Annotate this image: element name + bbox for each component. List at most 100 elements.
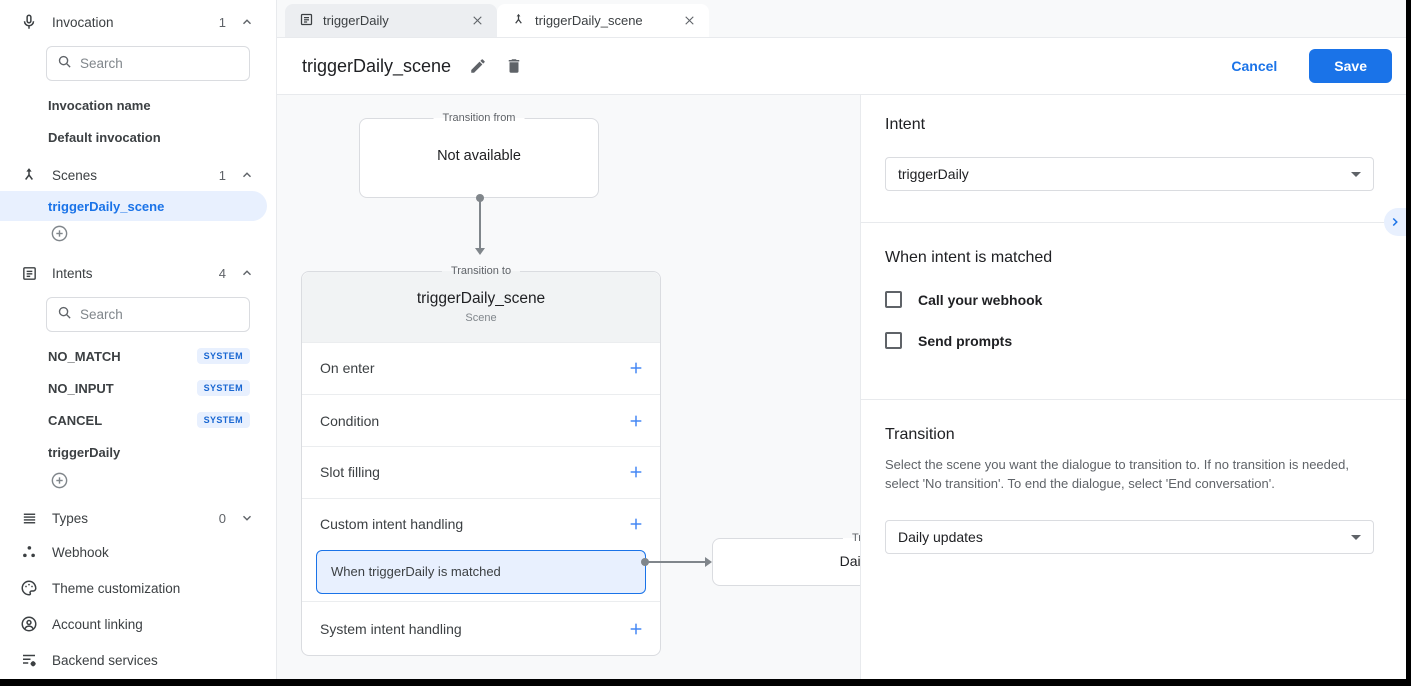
next-scene-card[interactable]: Transition to Daily updates xyxy=(712,532,860,586)
scene-card-header[interactable]: triggerDaily_scene Scene xyxy=(302,272,660,342)
section-label: Invocation xyxy=(52,14,114,30)
sidebar-item-theme-customization[interactable]: Theme customization xyxy=(0,570,276,606)
microphone-icon xyxy=(18,13,40,31)
close-icon[interactable] xyxy=(680,11,699,30)
sidebar-item-triggerdaily-scene[interactable]: triggerDaily_scene xyxy=(0,191,267,221)
add-icon[interactable] xyxy=(628,621,644,637)
sidebar-item-no-input[interactable]: NO_INPUT SYSTEM xyxy=(0,372,276,404)
section-system-intent-handling[interactable]: System intent handling xyxy=(302,601,660,655)
system-badge: SYSTEM xyxy=(196,348,250,364)
transition-from-card[interactable]: Transition from Not available xyxy=(359,112,599,198)
tab-bar: triggerDaily triggerDaily_scene xyxy=(277,0,1406,38)
sidebar-item-backend-services[interactable]: Backend services xyxy=(0,642,276,678)
add-icon[interactable] xyxy=(628,464,644,480)
scene-icon xyxy=(18,166,40,184)
divider xyxy=(861,222,1406,223)
section-condition[interactable]: Condition xyxy=(302,394,660,446)
scene-header: triggerDaily_scene Cancel Save xyxy=(277,38,1406,95)
chevron-up-icon[interactable] xyxy=(236,15,258,29)
transition-select[interactable]: Daily updates xyxy=(885,520,1374,554)
intent-detail-panel: Intent triggerDaily When intent is match… xyxy=(860,95,1406,679)
intent-list-icon xyxy=(18,265,40,282)
sidebar-section-invocation[interactable]: Invocation 1 xyxy=(0,6,276,38)
intent-heading: Intent xyxy=(885,116,926,133)
webhook-icon xyxy=(18,543,40,561)
chevron-up-icon[interactable] xyxy=(236,266,258,280)
sidebar-section-types[interactable]: Types 0 xyxy=(0,502,276,534)
arrow-down-icon xyxy=(475,248,485,255)
scene-card-subtitle: Scene xyxy=(465,311,497,324)
connector-line xyxy=(645,561,705,563)
invocation-search-box[interactable] xyxy=(46,46,257,81)
call-webhook-option[interactable]: Call your webhook xyxy=(885,291,1374,308)
sidebar: Invocation 1 Invocation name Default inv… xyxy=(0,0,277,679)
search-input[interactable] xyxy=(80,56,257,71)
add-icon[interactable] xyxy=(628,516,644,532)
sidebar-item-webhook[interactable]: Webhook xyxy=(0,534,276,570)
section-custom-intent-handling: Custom intent handling When triggerDaily… xyxy=(302,497,660,601)
intent-select[interactable]: triggerDaily xyxy=(885,157,1374,191)
add-intent-button[interactable] xyxy=(0,468,276,498)
scene-flow-canvas[interactable]: Transition from Not available Transition… xyxy=(277,95,860,679)
save-button[interactable]: Save xyxy=(1309,49,1392,83)
transition-from-value: Not available xyxy=(437,148,521,164)
add-icon[interactable] xyxy=(628,360,644,376)
cancel-button[interactable]: Cancel xyxy=(1231,58,1278,74)
sidebar-item-account-linking[interactable]: Account linking xyxy=(0,606,276,642)
send-prompts-option[interactable]: Send prompts xyxy=(885,332,1374,349)
main-area: triggerDaily triggerDaily_scene triggerD… xyxy=(277,0,1406,679)
section-slot-filling[interactable]: Slot filling xyxy=(302,446,660,498)
transition-to-label: Transition to xyxy=(441,265,521,277)
sidebar-item-triggerdaily[interactable]: triggerDaily xyxy=(48,444,121,460)
dropdown-caret-icon xyxy=(1351,534,1361,540)
chevron-down-icon[interactable] xyxy=(236,511,258,525)
add-scene-button[interactable] xyxy=(0,221,276,251)
sidebar-item-no-match[interactable]: NO_MATCH SYSTEM xyxy=(0,340,276,372)
section-label: Types xyxy=(52,510,89,526)
palette-icon xyxy=(18,579,40,597)
sidebar-item-cancel[interactable]: CANCEL SYSTEM xyxy=(0,404,276,436)
transition-heading: Transition xyxy=(885,426,955,443)
intent-handler-item-selected[interactable]: When triggerDaily is matched xyxy=(316,549,646,594)
sidebar-section-scenes[interactable]: Scenes 1 xyxy=(0,159,276,191)
search-icon xyxy=(57,54,72,74)
transition-description: Select the scene you want the dialogue t… xyxy=(885,457,1349,491)
types-icon xyxy=(18,510,40,527)
intent-icon xyxy=(299,12,314,30)
divider xyxy=(861,399,1406,400)
search-icon xyxy=(57,305,72,325)
tab-triggerdaily-scene[interactable]: triggerDaily_scene xyxy=(497,4,709,37)
sidebar-section-intents[interactable]: Intents 4 xyxy=(0,257,276,289)
edit-icon[interactable] xyxy=(469,57,487,75)
add-circle-icon xyxy=(50,224,69,248)
checkbox-unchecked[interactable] xyxy=(885,291,902,308)
page-title: triggerDaily_scene xyxy=(302,55,452,76)
section-count: 1 xyxy=(218,14,226,30)
backend-services-icon xyxy=(18,651,40,669)
when-matched-heading: When intent is matched xyxy=(885,249,1053,266)
search-input[interactable] xyxy=(80,307,257,322)
intents-search-box[interactable] xyxy=(46,297,257,332)
transition-to-label: Transition to xyxy=(842,532,860,544)
checkbox-unchecked[interactable] xyxy=(885,332,902,349)
sidebar-item-default-invocation[interactable]: Default invocation xyxy=(48,129,161,145)
custom-intent-handling-row[interactable]: Custom intent handling xyxy=(302,499,660,550)
section-label: Scenes xyxy=(52,167,98,183)
sidebar-item-invocation-name[interactable]: Invocation name xyxy=(48,97,151,113)
section-on-enter[interactable]: On enter xyxy=(302,341,660,395)
section-count: 0 xyxy=(218,510,226,526)
intent-select-value: triggerDaily xyxy=(898,166,969,182)
transition-select-value: Daily updates xyxy=(898,529,983,545)
next-scene-title: Daily updates xyxy=(839,553,860,569)
add-icon[interactable] xyxy=(628,413,644,429)
tab-triggerdaily[interactable]: triggerDaily xyxy=(285,4,497,37)
scene-card: Transition to triggerDaily_scene Scene O… xyxy=(301,265,661,656)
delete-icon[interactable] xyxy=(505,57,523,75)
arrow-right-icon xyxy=(705,557,712,567)
close-icon[interactable] xyxy=(468,11,487,30)
chevron-up-icon[interactable] xyxy=(236,168,258,182)
add-circle-icon xyxy=(50,471,69,495)
scene-card-title: triggerDaily_scene xyxy=(416,289,546,307)
collapse-panel-button[interactable] xyxy=(1384,208,1406,236)
